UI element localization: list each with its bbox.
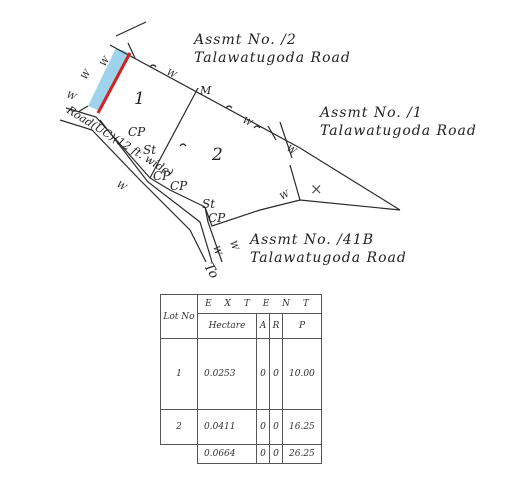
lot-2-label: 2 <box>211 145 223 165</box>
road-edge-upper <box>65 107 151 179</box>
table-row: 2 0.0411 0 0 16.25 <box>160 409 322 445</box>
cross-mark: × <box>310 180 323 198</box>
rood-cell: 0 <box>269 338 283 410</box>
wall-marker: W <box>241 116 255 130</box>
cp-marker: CP <box>153 169 171 183</box>
assessment-number: Assmt No. /1 <box>320 105 423 121</box>
table-header-row: Lot No E X T E N T <box>160 294 322 339</box>
total-acre-cell: 0 <box>256 444 270 464</box>
lot-cell: 1 <box>160 338 198 410</box>
road-name: Talawatugoda Road <box>194 50 351 66</box>
cp-marker: CP <box>170 179 188 193</box>
road-edge-lower <box>59 119 207 263</box>
east-boundary <box>299 147 401 211</box>
table-total-row: 0.0664 0 0 26.25 <box>160 444 322 464</box>
table-row: 1 0.0253 0 0 10.00 <box>160 338 322 410</box>
total-rood-cell: 0 <box>269 444 283 464</box>
wall-marker: W <box>227 240 240 253</box>
lot-cell: 2 <box>160 409 198 445</box>
extent-table: Lot No E X T E N T Hectare A R P 1 0.025… <box>160 294 322 464</box>
wall-marker: W <box>210 245 223 258</box>
rood-header: R <box>269 313 283 339</box>
lot-header: Lot No <box>160 294 198 339</box>
north-boundary <box>109 44 301 149</box>
m-marker: M <box>199 84 212 97</box>
lot-cell-empty <box>160 444 198 464</box>
rood-cell: 0 <box>269 409 283 445</box>
neighbor-east: Assmt No. /1 Talawatugoda Road <box>320 106 477 138</box>
road-inner-line <box>99 119 213 263</box>
perch-header: P <box>282 313 322 339</box>
survey-plan: 1 2 Road(UC)(12 ft. wide) W W W W W W W … <box>59 21 401 282</box>
total-hectare-cell: 0.0664 <box>197 444 257 464</box>
road-name: Talawatugoda Road <box>320 123 477 139</box>
neighbor-north: Assmt No. /2 Talawatugoda Road <box>194 33 351 65</box>
total-perch-cell: 26.25 <box>282 444 322 464</box>
wall-marker: W <box>80 68 94 82</box>
st-marker: St <box>143 143 156 157</box>
cp-marker: CP <box>128 125 146 139</box>
acre-cell: 0 <box>256 409 270 445</box>
wall-marker: W <box>279 189 293 203</box>
highlight-strip <box>88 48 130 111</box>
acre-header: A <box>256 313 270 339</box>
st-marker: St <box>202 197 215 211</box>
extent-header: E X T E N T <box>197 294 322 314</box>
road-name: Talawatugoda Road <box>250 250 407 266</box>
hectare-header: Hectare <box>197 313 257 339</box>
assessment-number: Assmt No. /41B <box>250 232 374 248</box>
north-boundary-upper <box>115 21 147 37</box>
acre-cell: 0 <box>256 338 270 410</box>
highlight-boundary <box>96 52 132 114</box>
perch-cell: 10.00 <box>282 338 322 410</box>
hectare-cell: 0.0253 <box>197 338 257 410</box>
assessment-number: Assmt No. /2 <box>194 32 297 48</box>
south-boundary <box>149 177 401 227</box>
hectare-cell: 0.0411 <box>197 409 257 445</box>
neighbor-south: Assmt No. /41B Talawatugoda Road <box>250 233 407 265</box>
wall-marker: W <box>65 90 78 103</box>
lot-1-label: 1 <box>134 89 145 109</box>
to-direction-label: To <box>201 261 222 282</box>
wall-marker: W <box>165 68 179 82</box>
cp-marker: CP <box>208 211 226 225</box>
wall-marker: W <box>114 180 128 194</box>
lot-divider <box>149 87 199 179</box>
perch-cell: 16.25 <box>282 409 322 445</box>
